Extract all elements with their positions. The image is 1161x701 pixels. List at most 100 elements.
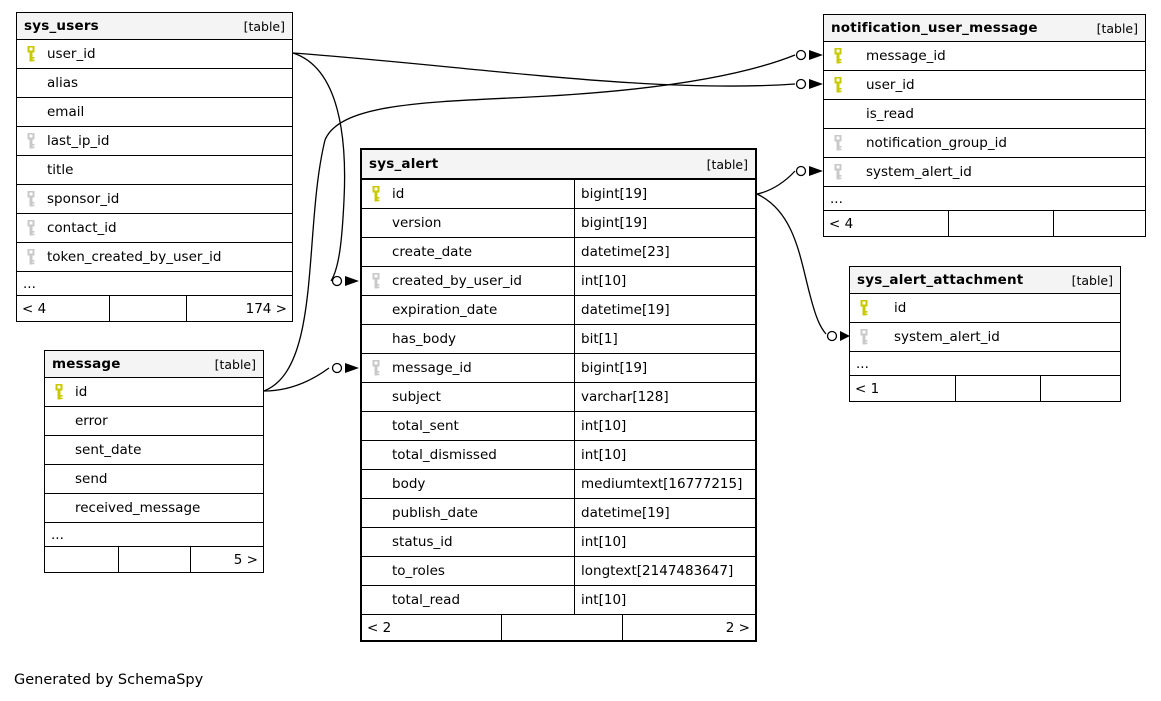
field-name: expiration_date <box>392 302 498 318</box>
table-header[interactable]: sys_users [table] <box>17 13 292 40</box>
generator-credit: Generated by SchemaSpy <box>14 672 204 688</box>
field-name: token_created_by_user_id <box>47 249 222 265</box>
footer-cell: < 4 <box>829 215 854 232</box>
field-name: has_body <box>392 331 456 347</box>
field-type: bigint[19] <box>581 186 648 202</box>
table-title[interactable]: sys_users <box>24 18 99 34</box>
footer-cell <box>1053 211 1145 236</box>
table-tag: [table] <box>1071 272 1113 288</box>
field-row: email <box>17 98 292 127</box>
field-name: alias <box>47 75 79 91</box>
foreign-key-icon <box>25 248 47 266</box>
table-header[interactable]: sys_alert [table] <box>362 150 755 180</box>
field-row: total_dismissed int[10] <box>362 441 755 470</box>
field-name: error <box>75 413 108 429</box>
field-type: varchar[128] <box>581 389 669 405</box>
field-row: system_alert_id <box>850 323 1120 352</box>
foreign-key-icon <box>25 219 47 237</box>
edge-sys_users-to-sys_alert-created_by_user_id <box>292 52 346 282</box>
field-name: total_read <box>392 592 461 608</box>
field-type: datetime[19] <box>581 302 670 318</box>
field-row: expiration_date datetime[19] <box>362 296 755 325</box>
foreign-key-icon <box>370 359 392 377</box>
field-name: email <box>47 104 85 120</box>
primary-key-icon <box>53 383 75 401</box>
table-header[interactable]: sys_alert_attachment [table] <box>850 267 1120 294</box>
field-name: create_date <box>392 244 473 260</box>
ellipsis-row: ... <box>17 272 292 296</box>
field-name: id <box>894 300 907 316</box>
field-row: token_created_by_user_id <box>17 243 292 272</box>
field-name: send <box>75 471 108 487</box>
field-name: id <box>392 186 405 202</box>
table-title[interactable]: message <box>52 356 121 372</box>
footer-cell <box>501 615 622 640</box>
table-title[interactable]: notification_user_message <box>831 20 1038 36</box>
table-footer: < 2 2 > <box>362 615 755 640</box>
field-type: bigint[19] <box>581 215 648 231</box>
field-name: subject <box>392 389 441 405</box>
edge-arrowhead <box>809 50 823 60</box>
ellipsis-row: ... <box>850 352 1120 376</box>
primary-key-icon <box>25 45 47 63</box>
edge-circle-endpoint <box>795 78 807 90</box>
field-name: status_id <box>392 534 453 550</box>
field-type: int[10] <box>581 447 627 463</box>
field-name: user_id <box>47 46 96 62</box>
foreign-key-icon <box>25 190 47 208</box>
table-header[interactable]: notification_user_message [table] <box>824 15 1145 42</box>
field-type: datetime[23] <box>581 244 670 260</box>
table-header[interactable]: message [table] <box>45 351 263 378</box>
field-name: sponsor_id <box>47 191 120 207</box>
field-name: is_read <box>866 106 914 122</box>
primary-key-icon <box>370 185 392 203</box>
field-row: title <box>17 156 292 185</box>
edge-message-to-sys_alert-message_id <box>263 367 330 392</box>
field-row: notification_group_id <box>824 129 1145 158</box>
field-name: last_ip_id <box>47 133 110 149</box>
foreign-key-icon <box>858 328 880 346</box>
field-row: is_read <box>824 100 1145 129</box>
footer-cell: < 4 <box>22 300 47 317</box>
footer-cell: 2 > <box>622 615 755 640</box>
table-sys_alert: sys_alert [table] id bigint[19] version … <box>360 148 757 642</box>
field-row: message_id <box>824 42 1145 71</box>
field-row: last_ip_id <box>17 127 292 156</box>
field-row: created_by_user_id int[10] <box>362 267 755 296</box>
field-name: body <box>392 476 426 492</box>
field-row: user_id <box>824 71 1145 100</box>
table-title[interactable]: sys_alert <box>369 156 439 172</box>
field-row: send <box>45 465 263 494</box>
field-type: int[10] <box>581 592 627 608</box>
footer-cell: < 2 <box>367 619 392 636</box>
field-row: total_sent int[10] <box>362 412 755 441</box>
table-sys_alert_attachment: sys_alert_attachment [table] id system_a… <box>849 266 1121 402</box>
field-name: title <box>47 162 74 178</box>
field-name: total_sent <box>392 418 459 434</box>
edge-circle-endpoint <box>795 165 807 177</box>
footer-cell <box>45 547 118 572</box>
primary-key-icon <box>832 47 854 65</box>
edge-message-to-notification-message_id <box>263 54 796 392</box>
field-row: message_id bigint[19] <box>362 354 755 383</box>
edge-circle-endpoint <box>826 330 838 342</box>
ellipsis-row: ... <box>45 523 263 547</box>
field-row: to_roles longtext[2147483647] <box>362 557 755 586</box>
table-footer: 5 > <box>45 547 263 572</box>
edge-sys_alert-to-attachment-system_alert_id <box>756 193 827 335</box>
field-row: publish_date datetime[19] <box>362 499 755 528</box>
table-tag: [table] <box>243 18 285 34</box>
field-name: created_by_user_id <box>392 273 522 289</box>
edge-sys_users-to-notification-user_id <box>292 52 796 87</box>
table-footer: < 4 <box>824 211 1145 236</box>
footer-cell: 5 > <box>190 547 263 572</box>
table-title[interactable]: sys_alert_attachment <box>857 272 1024 288</box>
field-row: body mediumtext[16777215] <box>362 470 755 499</box>
field-name: to_roles <box>392 563 445 579</box>
field-name: received_message <box>75 500 201 516</box>
field-row: error <box>45 407 263 436</box>
primary-key-icon <box>858 299 880 317</box>
edge-sys_alert-to-notification-system_alert_id <box>756 170 796 195</box>
